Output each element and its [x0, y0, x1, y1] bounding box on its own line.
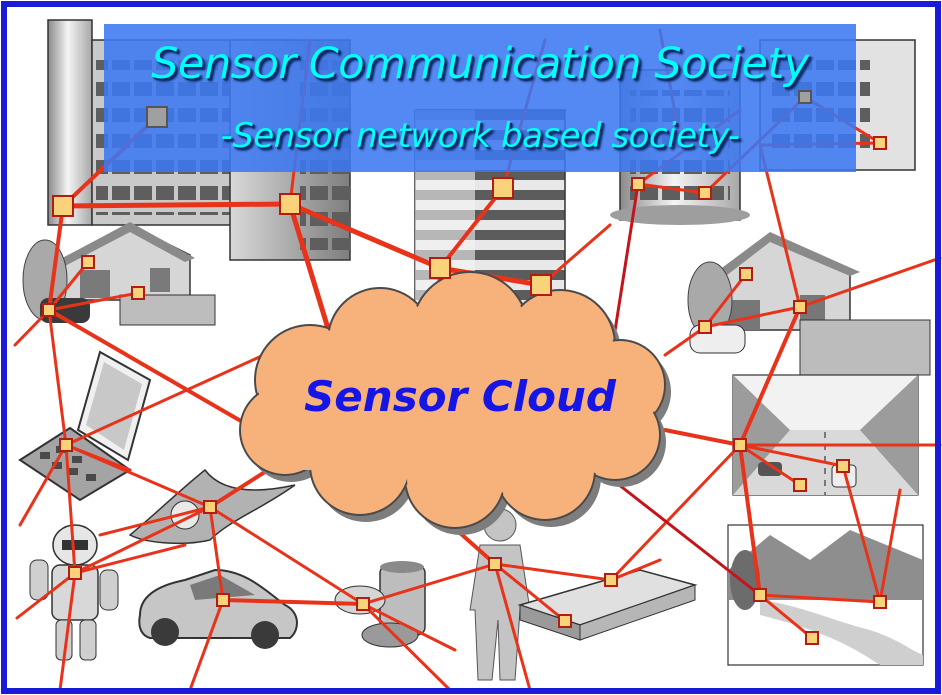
sensor-nodes: [42, 90, 887, 645]
robot-illustration: [29, 524, 119, 661]
mobile-phone-illustration: [18, 350, 152, 502]
sensor-cloud: [239, 271, 671, 535]
page-title: Sensor Communication Society: [151, 39, 809, 89]
house-right-illustration: [687, 232, 931, 376]
page-subtitle: -Sensor network based society-: [220, 116, 740, 156]
medicine-illustration: [334, 561, 426, 648]
cloud-label: Sensor Cloud: [304, 372, 616, 421]
title-banner: [104, 24, 856, 172]
